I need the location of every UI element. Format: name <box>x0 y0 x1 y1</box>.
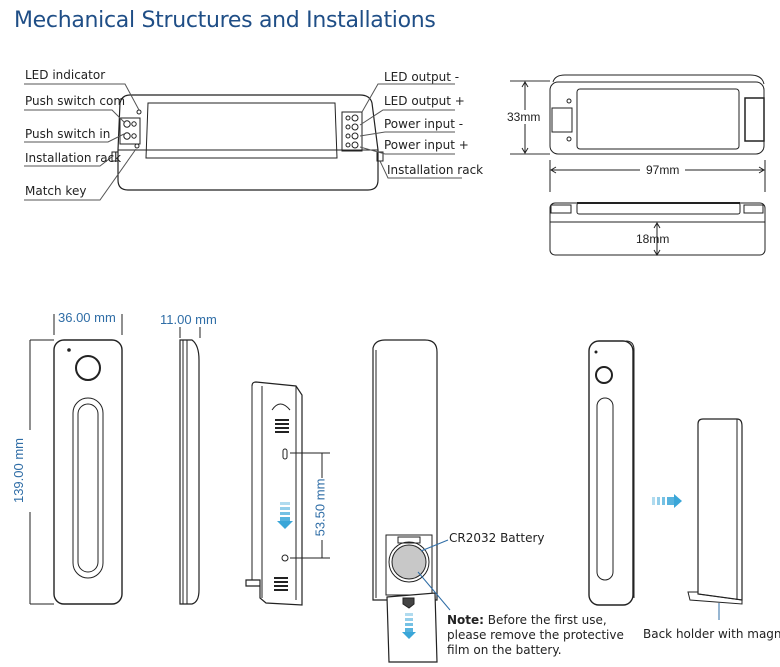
remote-battery-view <box>372 339 451 663</box>
remote-side-view <box>179 327 201 605</box>
label-push-switch-in: Push switch in <box>25 127 111 141</box>
cr2032-battery <box>391 544 427 580</box>
back-holder <box>697 418 743 601</box>
label-cr2032-battery: CR2032 Battery <box>449 531 545 545</box>
label-power-input-minus: Power input - <box>384 117 464 131</box>
battery-door <box>386 592 438 663</box>
dimension-remote-height: 139.00 mm <box>11 437 27 504</box>
note-line3: film on the battery. <box>447 643 562 657</box>
dimension-remote-width: 36.00 mm <box>58 310 116 325</box>
label-push-switch-com: Push switch com <box>25 94 126 108</box>
dimension-hole-spacing: 53.50 mm <box>312 478 328 537</box>
label-back-holder: Back holder with magnet <box>643 627 780 641</box>
label-led-output-plus: LED output + <box>384 94 465 108</box>
note-line1: Before the first use, <box>483 613 607 627</box>
label-installation-rack-left: Installation rack <box>25 151 122 165</box>
controller-side-view <box>549 202 766 256</box>
push-switch-terminal <box>119 117 141 145</box>
remote-with-holder <box>588 340 743 620</box>
controller-top-view <box>510 74 766 192</box>
label-match-key: Match key <box>25 184 87 198</box>
note-line2: please remove the protective <box>447 628 624 642</box>
remote-back-cover <box>245 381 330 606</box>
dimension-height: 33mm <box>507 110 541 124</box>
dimension-length: 97mm <box>640 163 686 177</box>
slide-down-arrow-icon <box>277 502 293 529</box>
attach-arrow-icon <box>652 494 682 508</box>
label-power-input-plus: Power input + <box>384 138 469 152</box>
note-prefix: Note: <box>447 613 484 627</box>
dimension-remote-thickness: 11.00 mm <box>160 312 217 327</box>
controller-perspective <box>24 83 462 201</box>
dimension-depth: 18mm <box>636 232 670 246</box>
label-led-output-minus: LED output - <box>384 70 460 84</box>
battery-note: Note: Before the first use, please remov… <box>447 613 624 658</box>
match-key-dot <box>134 143 140 149</box>
slide-out-arrow-icon <box>402 613 416 639</box>
label-led-indicator: LED indicator <box>25 68 106 82</box>
led-indicator-dot <box>136 109 142 115</box>
output-terminal <box>341 111 363 152</box>
page-title: Mechanical Structures and Installations <box>14 8 436 33</box>
label-installation-rack-right: Installation rack <box>387 163 484 177</box>
remote-front-view <box>29 314 123 605</box>
